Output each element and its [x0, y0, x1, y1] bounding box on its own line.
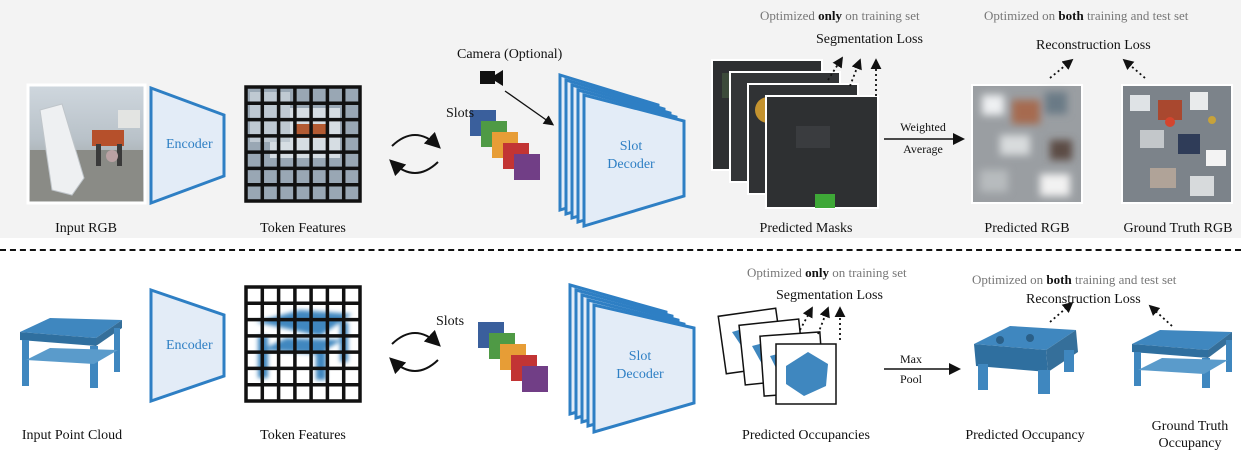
- ground-truth-occupancy-shape: [1132, 330, 1232, 388]
- bottom-slot-stack: [478, 322, 548, 392]
- top-slot-decoder: [558, 72, 686, 229]
- bottom-predicted-occupancy-label: Predicted Occupancy: [965, 428, 1085, 443]
- predicted-rgb-image: [971, 84, 1083, 204]
- top-iterative-arrows: [389, 131, 441, 177]
- top-input-label: Input RGB: [55, 221, 117, 236]
- bottom-encoder: [149, 287, 226, 404]
- top-recon-loss-arrows: [1049, 58, 1146, 79]
- top-encoder-label: Encoder: [166, 137, 213, 152]
- input-point-cloud: [20, 318, 122, 388]
- bottom-reconstruction-loss-label: Reconstruction Loss: [1026, 292, 1141, 307]
- predicted-occupancies-stack: [717, 307, 837, 405]
- top-seg-loss-arrows: [827, 56, 882, 96]
- top-slots-label: Slots: [446, 106, 475, 121]
- top-camera-label: Camera (Optional): [457, 47, 563, 62]
- top-token-label: Token Features: [260, 221, 346, 236]
- bottom-slots-label: Slots: [436, 314, 465, 329]
- top-slot-stack: [470, 110, 540, 180]
- bottom-pool-label: Pool: [899, 372, 923, 386]
- bottom-max-label: Max: [900, 352, 922, 366]
- bottom-input-label: Input Point Cloud: [21, 428, 123, 443]
- bottom-token-label: Token Features: [260, 428, 346, 443]
- bottom-optimized-only-note: Optimized only on training set: [747, 265, 907, 280]
- bottom-seg-loss-arrows: [799, 306, 846, 340]
- top-reconstruction-loss-label: Reconstruction Loss: [1036, 38, 1151, 53]
- top-encoder: [149, 85, 226, 206]
- top-weighted-label: Weighted: [900, 120, 946, 134]
- bottom-occupancies-label: Predicted Occupancies: [742, 428, 870, 443]
- bottom-token-grid: [244, 285, 362, 403]
- bottom-iterative-arrows: [389, 329, 441, 375]
- top-segmentation-loss-label: Segmentation Loss: [816, 32, 923, 47]
- bottom-optimized-both-note: Optimized on both training and test set: [972, 272, 1177, 287]
- bottom-segmentation-loss-label: Segmentation Loss: [776, 288, 883, 303]
- camera-icon: [480, 70, 503, 86]
- top-masks-label: Predicted Masks: [759, 221, 853, 236]
- top-ground-truth-label: Ground Truth RGB: [1123, 221, 1233, 236]
- top-predicted-rgb-label: Predicted RGB: [984, 221, 1070, 236]
- predicted-masks-stack: [711, 59, 879, 209]
- input-rgb-image: [26, 83, 147, 205]
- camera-arrow: [504, 90, 555, 126]
- ground-truth-rgb-image: [1121, 84, 1233, 204]
- section-divider: [0, 249, 1241, 251]
- bottom-slot-decoder: [568, 283, 696, 434]
- top-token-grid: [244, 85, 362, 203]
- top-optimized-only-note: Optimized only on training set: [760, 8, 920, 23]
- bottom-encoder-label: Encoder: [166, 338, 213, 353]
- top-average-label: Average: [903, 142, 943, 156]
- predicted-occupancy-shape: [974, 326, 1078, 394]
- top-optimized-both-note: Optimized on both training and test set: [984, 8, 1189, 23]
